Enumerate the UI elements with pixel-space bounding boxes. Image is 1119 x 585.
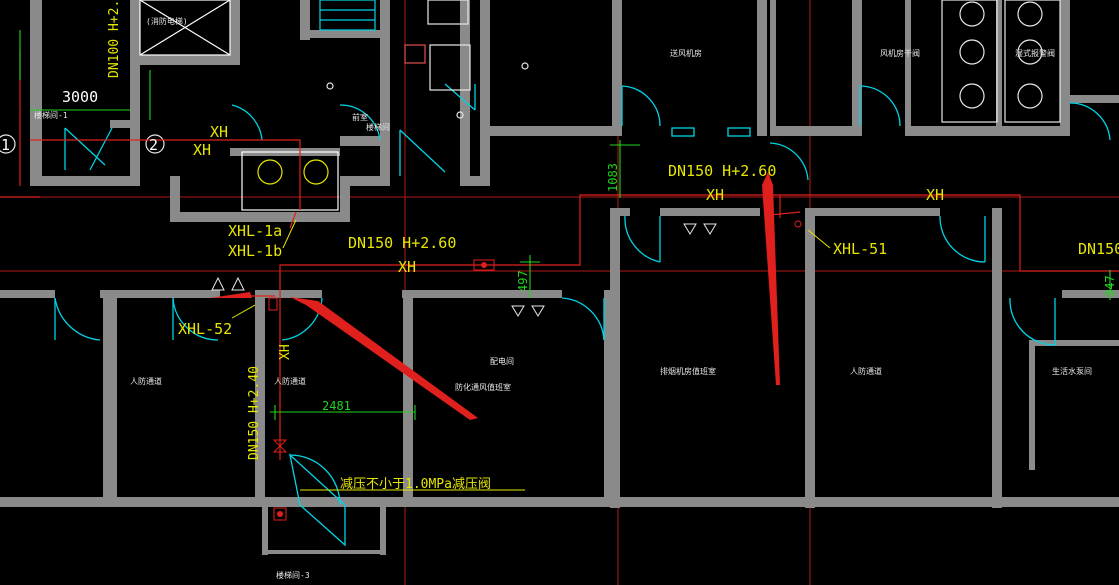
label-xh-right1: XH [706, 186, 724, 204]
label-dim-2481: 2481 [322, 399, 351, 413]
room-e: 人防通道 [850, 366, 882, 376]
room-b: 人防通道 [274, 376, 306, 386]
room-d: 排烟机房值班室 [660, 366, 716, 376]
label-dn150-far: DN150 [1078, 240, 1119, 258]
fire-pipes [0, 50, 1119, 521]
label-xhl-1a: XHL-1a [228, 222, 282, 240]
room-c-1: 配电间 [490, 356, 514, 366]
room-c-2: 防化通风值班室 [455, 382, 511, 392]
room-top-mid: 送风机房 [670, 48, 702, 58]
walls-top-left [30, 0, 490, 222]
annotation-arrows [210, 172, 780, 420]
label-axis-2: 2 [149, 136, 158, 154]
label-xhl-51: XHL-51 [833, 240, 887, 258]
walls-top-right [490, 0, 1119, 136]
label-xh-right2: XH [926, 186, 944, 204]
room-top-r1: 风机房干阀 [880, 48, 920, 58]
label-dn150-vert: DN150 H+2.40 [247, 366, 262, 460]
room-a: 人防通道 [130, 376, 162, 386]
room-top-r2: 湿式报警阀 [1015, 48, 1055, 58]
fixtures [0, 0, 1061, 211]
room-top-left-label: 楼梯间-1 [34, 110, 68, 120]
room-f: 生活水泵间 [1052, 366, 1092, 376]
label-dn150-right: DN150 H+2.60 [668, 162, 776, 180]
label-xh-mid: XH [398, 258, 416, 276]
label-dim-347: 347 [1103, 275, 1117, 297]
label-xhl-52: XHL-52 [178, 320, 232, 338]
label-dim-3000: 3000 [62, 88, 98, 106]
label-xh-b: XH [193, 141, 211, 159]
door-swings [54, 83, 1111, 547]
alarm-symbols [211, 223, 717, 317]
label-dn150-left: DN150 H+2.60 [348, 234, 456, 252]
label-dim-1083: 1083 [606, 163, 620, 192]
room-bottom-label: 楼梯间-3 [276, 570, 310, 580]
room-small: 前室 [352, 112, 368, 122]
label-xhl-1b: XHL-1b [228, 242, 282, 260]
walls-vertical [103, 290, 614, 505]
label-dn100: DN100 H+2.3 [107, 0, 122, 78]
leader-lines [231, 219, 831, 491]
label-xh-vert: XH [278, 344, 293, 360]
room-stair: 楼梯间 [366, 122, 390, 132]
walls-middle [0, 208, 1119, 508]
walls-bottom [0, 497, 1119, 555]
label-axis-1: 1 [1, 136, 10, 154]
label-xh-a: XH [210, 123, 228, 141]
label-dim-497: 497 [516, 270, 530, 292]
room-lift: (消防电梯) [146, 16, 188, 26]
dimension-lines [19, 30, 1111, 420]
label-valve-note: 减压不小于1.0MPa减压阀 [340, 477, 491, 492]
